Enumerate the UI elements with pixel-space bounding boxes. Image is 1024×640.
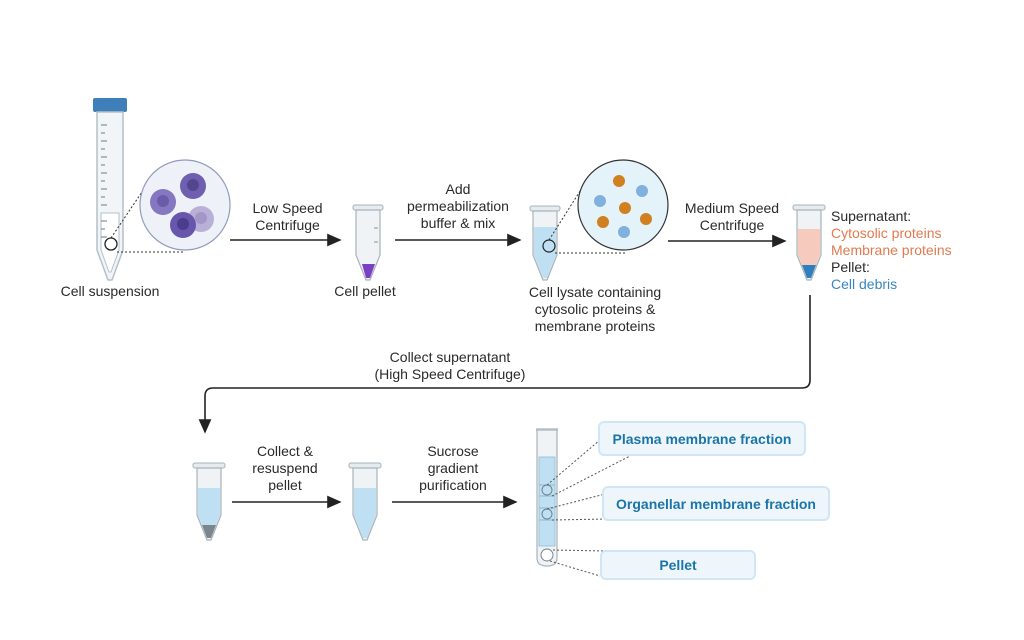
resuspended-tube-icon [348, 462, 382, 541]
label-line: buffer & mix [420, 215, 496, 231]
proteins-magnified-icon [577, 159, 669, 251]
separated-tube-icon [792, 204, 826, 281]
supernatant-label: Supernatant: [831, 208, 912, 224]
cytosolic-proteins-label: Cytosolic proteins [831, 225, 942, 241]
gradient-tube-icon [536, 428, 631, 577]
label-cell-pellet: Cell pellet [334, 283, 396, 299]
lysate-tube-icon [529, 187, 625, 281]
label-line: Collect & [256, 443, 314, 459]
separation-result: Supernatant: Cytosolic proteins Membrane… [831, 208, 952, 293]
label-add-buffer: Add permeabilization buffer & mix [398, 181, 518, 232]
organellar-membrane-fraction-box: Organellar membrane fraction [602, 486, 830, 521]
label-line: Low Speed [252, 200, 323, 216]
label-line: Collect supernatant [389, 349, 511, 365]
label-line: purification [419, 477, 487, 493]
membrane-proteins-label: Membrane proteins [831, 242, 952, 258]
pellet-label: Pellet: [831, 259, 870, 275]
label-collect-supernatant: Collect supernatant (High Speed Centrifu… [360, 349, 540, 383]
arrow-collect-supernatant [198, 295, 811, 434]
label-line: (High Speed Centrifuge) [374, 366, 526, 382]
label-low-speed: Low Speed Centrifuge [240, 200, 335, 234]
cells-magnified-icon [139, 159, 231, 251]
pellet-tube-icon [192, 462, 226, 541]
label-line: Centrifuge [699, 217, 765, 233]
pellet-fraction-box: Pellet [600, 550, 756, 580]
label-line: gradient [427, 460, 479, 476]
label-line: membrane proteins [534, 318, 656, 334]
label-line: Centrifuge [255, 217, 320, 233]
label-line: Cell lysate containing [528, 284, 662, 300]
label-line: permeabilization [407, 198, 509, 214]
label-sucrose: Sucrose gradient purification [398, 443, 508, 494]
cell-pellet-tube-icon [352, 204, 384, 281]
label-line: pellet [268, 477, 302, 493]
label-cell-suspension: Cell suspension [60, 283, 160, 299]
label-line: Medium Speed [684, 200, 780, 216]
label-medium-speed: Medium Speed Centrifuge [672, 200, 792, 234]
falcon-tube-icon [93, 98, 185, 281]
label-line: Add [445, 181, 471, 197]
label-line: Sucrose [427, 443, 479, 459]
label-cell-lysate: Cell lysate containing cytosolic protein… [510, 284, 680, 335]
label-line: cytosolic proteins & [534, 301, 656, 317]
label-line: resuspend [252, 460, 318, 476]
label-collect-resuspend: Collect & resuspend pellet [240, 443, 330, 494]
cell-debris-label: Cell debris [831, 276, 898, 292]
plasma-membrane-fraction-box: Plasma membrane fraction [598, 421, 806, 456]
